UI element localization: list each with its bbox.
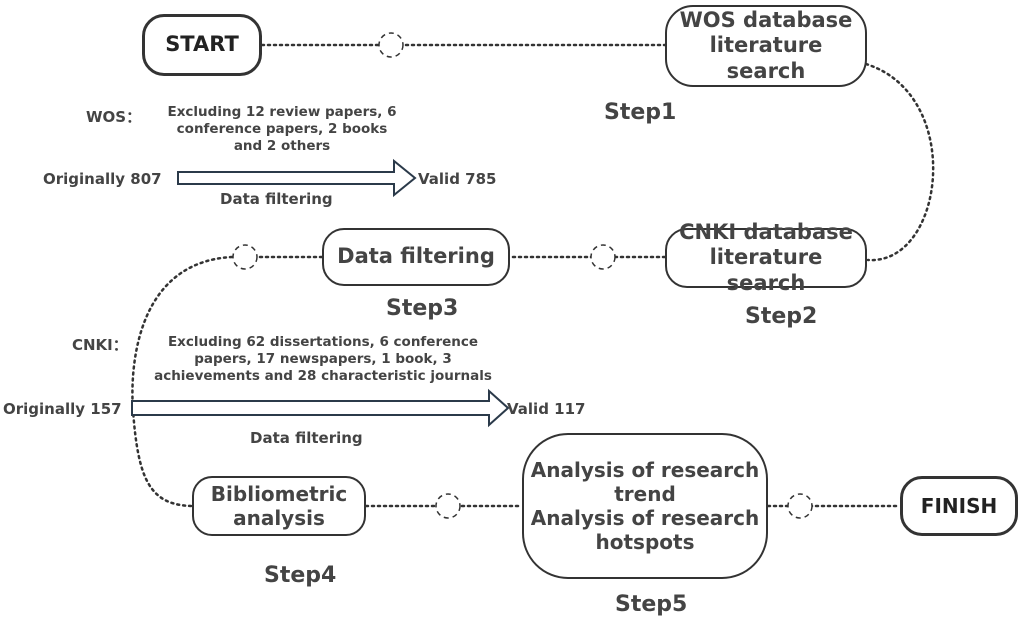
wos-source-label: WOS： <box>86 108 142 126</box>
analysis-line-1: Analysis of research <box>530 458 760 482</box>
cnki-valid-count: Valid 117 <box>507 400 586 418</box>
finish-node: FINISH <box>900 476 1018 536</box>
cnki-source-label: CNKI： <box>72 336 128 354</box>
bibliometric-line-1: Bibliometric <box>210 482 348 506</box>
cnki-filter-arrow <box>131 388 510 428</box>
research-analysis-node: Analysis of research trend Analysis of r… <box>522 433 768 579</box>
bibliometric-line-2: analysis <box>233 506 325 530</box>
wos-search-line-1: WOS database <box>679 8 853 33</box>
waypoint-circle-4 <box>435 493 461 519</box>
step1-label: Step1 <box>604 100 677 125</box>
wos-valid-count: Valid 785 <box>418 170 497 188</box>
cnki-note-line-3: achievements and 28 characteristic journ… <box>154 367 492 384</box>
wos-search-node: WOS database literature search <box>665 5 867 87</box>
step2-label: Step2 <box>745 304 818 329</box>
cnki-search-line-2: literature search <box>709 245 823 295</box>
step3-label: Step3 <box>386 296 459 321</box>
cnki-exclusion-note: Excluding 62 dissertations, 6 conference… <box>148 334 498 385</box>
waypoint-circle-3 <box>232 244 258 270</box>
step4-label: Step4 <box>264 563 337 588</box>
cnki-arrow-label: Data filtering <box>250 429 363 447</box>
waypoint-circle-5 <box>787 493 813 519</box>
data-filtering-node: Data filtering <box>322 228 510 286</box>
wos-exclusion-note: Excluding 12 review papers, 6 conference… <box>158 104 406 155</box>
cnki-note-line-2: papers, 17 newspapers, 1 book, 3 <box>194 350 452 367</box>
analysis-line-4: hotspots <box>595 530 695 554</box>
finish-label: FINISH <box>920 494 998 518</box>
wos-filter-arrow <box>177 158 417 198</box>
waypoint-circle-1 <box>378 32 404 58</box>
cnki-search-node: CNKI database literature search <box>665 220 867 295</box>
wos-original-count: Originally 807 <box>43 170 162 188</box>
wos-arrow-label: Data filtering <box>220 190 333 208</box>
wos-note-line-1: Excluding 12 review papers, 6 <box>167 104 397 120</box>
start-label: START <box>165 32 239 57</box>
wos-search-line-2: literature search <box>709 33 823 83</box>
wos-note-line-3: and 2 others <box>233 137 331 154</box>
bibliometric-node: Bibliometric analysis <box>192 476 366 536</box>
cnki-original-count: Originally 157 <box>3 400 122 418</box>
cnki-note-line-1: Excluding 62 dissertations, 6 conference <box>167 334 479 350</box>
cnki-search-line-1: CNKI database <box>679 220 853 245</box>
analysis-line-3: Analysis of research <box>530 506 760 530</box>
data-filtering-label: Data filtering <box>337 244 495 269</box>
start-node: START <box>142 14 262 76</box>
analysis-line-2: trend <box>614 482 676 506</box>
connector-wos-cnki <box>864 62 935 262</box>
step5-label: Step5 <box>615 592 688 617</box>
waypoint-circle-2 <box>590 244 616 270</box>
wos-note-line-2: conference papers, 2 books <box>176 120 388 137</box>
